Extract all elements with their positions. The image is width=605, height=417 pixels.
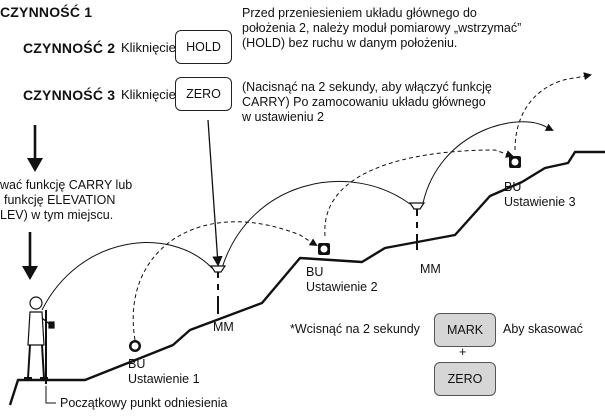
origin-pointer — [45, 386, 56, 404]
plus-sign: + — [459, 345, 467, 359]
arc-solid-2 — [221, 181, 411, 269]
step3-note-line1: (Nacisnąć na 2 sekundy, aby włączyć funk… — [242, 80, 492, 94]
bu-label-2: BU — [306, 265, 324, 279]
left-note-line1: wać funkcję CARRY lub — [0, 178, 133, 192]
surveyor-figure — [24, 296, 55, 384]
zero-button-2[interactable]: ZERO — [434, 362, 496, 396]
setup2-label: Ustawienie 2 — [306, 280, 378, 294]
arc-solid-3 — [422, 121, 554, 204]
origin-label: Początkowy punkt odniesienia — [60, 396, 228, 410]
step3-click-label: Kliknięcie — [121, 87, 176, 102]
step1-heading: CZYNNOŚĆ 1 — [0, 4, 93, 20]
step3-heading: CZYNNOŚĆ 3 — [23, 87, 116, 103]
arc-dashed-1 — [132, 221, 318, 341]
step1-note-line1: Przed przeniesieniem układu głównego do — [242, 6, 477, 20]
mm-pole-2 — [408, 202, 426, 250]
left-note-arrow-head — [22, 266, 38, 280]
setup3-label: Ustawienie 3 — [504, 195, 576, 209]
bu-label-3: BU — [504, 180, 522, 194]
to-clear-label: Aby skasować — [503, 322, 583, 336]
hold-button[interactable]: HOLD — [175, 30, 232, 64]
zero-button[interactable]: ZERO — [175, 77, 232, 111]
left-note-line2: funkcję ELEVATION — [4, 193, 116, 207]
mm-label-1: MM — [213, 320, 234, 334]
step1-note-line2: położenia 2, należy moduł pomiarowy „wst… — [242, 21, 522, 35]
arc-solid-1 — [41, 242, 213, 311]
step3-down-arrow-head — [27, 158, 43, 172]
press-2s-label: *Wcisnąć na 2 sekundy — [290, 322, 420, 336]
arc-dashed-3 — [514, 72, 592, 151]
mm-label-2: MM — [420, 262, 441, 276]
step1-note-line3: (HOLD) bez ruchu w danym położeniu. — [242, 36, 458, 50]
step3-note: (Nacisnąć na 2 sekundy, aby włączyć funk… — [242, 80, 562, 125]
setup1-label: Ustawienie 1 — [128, 372, 200, 386]
bu-device-3 — [509, 156, 521, 168]
arc-dashed-2 — [324, 149, 514, 237]
bu-device-1 — [129, 340, 141, 352]
step2-click-label: Kliknięcie — [121, 40, 176, 55]
hold-pointer-line — [207, 119, 223, 267]
left-note-line3: LEV) w tym miejscu. — [0, 208, 114, 222]
step3-note-line3: w ustawieniu 2 — [242, 110, 324, 124]
left-note: wać funkcję CARRY lub funkcję ELEVATION … — [0, 178, 170, 223]
bu-device-2 — [318, 243, 330, 255]
mm-pole-1 — [209, 265, 227, 314]
step1-note: Przed przeniesieniem układu głównego do … — [242, 6, 572, 51]
terrain-profile — [8, 150, 605, 406]
step2-heading: CZYNNOŚĆ 2 — [23, 40, 116, 56]
mark-button[interactable]: MARK — [434, 313, 496, 347]
step3-note-line2: CARRY) Po zamocowaniu układu głównego — [242, 95, 486, 109]
bu-label-1: BU — [128, 357, 146, 371]
